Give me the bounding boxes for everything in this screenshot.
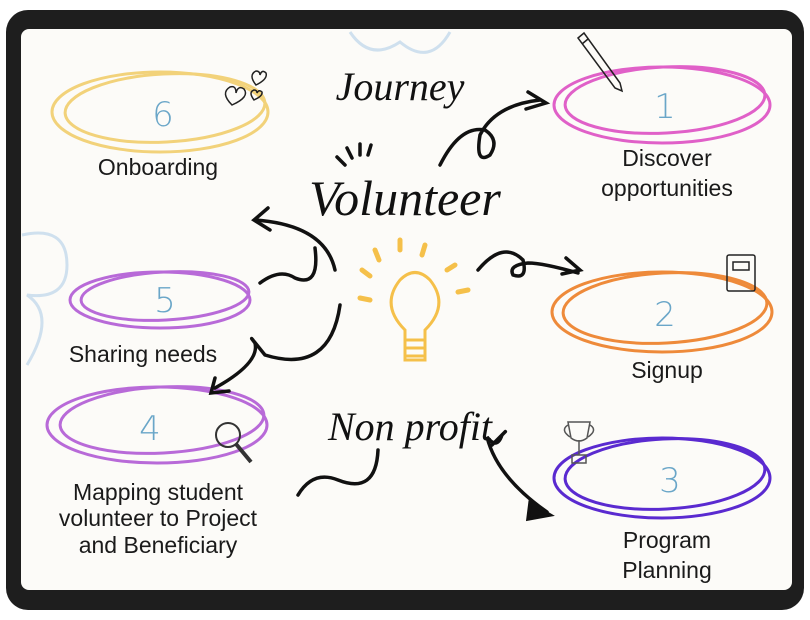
step-1-label: Discover: [622, 145, 712, 171]
trophy-icon: [563, 421, 595, 464]
volunteer-title: Volunteer: [309, 170, 501, 226]
nonprofit-title: Non profit: [327, 404, 493, 449]
step-4-ring: [45, 385, 269, 465]
step-5-label: Sharing needs: [69, 341, 217, 367]
step-3-number: 3: [659, 461, 681, 501]
step-4-label: volunteer to Project: [59, 505, 258, 531]
step-3-label: Program: [623, 527, 711, 553]
sparkle-icon: [335, 142, 373, 167]
step-6-label: Onboarding: [98, 154, 218, 180]
step-4-number: 4: [139, 409, 161, 449]
arrow-wiggle-4: [296, 448, 380, 497]
step-4-label: Mapping student: [73, 479, 244, 505]
pencil-icon: [576, 31, 624, 93]
step-6-number: 6: [152, 95, 174, 135]
step-1-label: opportunities: [601, 175, 733, 201]
step-5-number: 5: [154, 281, 176, 321]
arrow-to-step-4: [213, 303, 342, 390]
step-1-number: 1: [654, 87, 676, 127]
lightbulb-icon: [357, 237, 471, 362]
step-2-label: Signup: [631, 357, 703, 383]
magnifier-icon: [215, 422, 253, 464]
step-4-label: and Beneficiary: [79, 532, 238, 558]
hearts-icon: [224, 70, 268, 106]
step-5-ring: [68, 270, 252, 330]
step-3-label: Planning: [622, 557, 712, 583]
step-2-number: 2: [654, 295, 676, 335]
journey-title: Journey: [336, 64, 465, 109]
step-1-ring: [552, 65, 772, 145]
arrow-to-step-6: [253, 218, 337, 272]
notebook-icon: [726, 254, 756, 292]
step-2-ring: [550, 270, 774, 354]
arrow-to-step-3: [485, 429, 549, 514]
arrow-to-step-1: [438, 98, 542, 167]
arrow-to-step-2: [476, 250, 580, 278]
step-3-ring: [552, 436, 772, 520]
cloud-decoration: [21, 31, 452, 366]
step-6-ring: [50, 70, 270, 154]
connector-arrows: [208, 90, 584, 522]
arrow-wiggle-5: [258, 246, 318, 285]
